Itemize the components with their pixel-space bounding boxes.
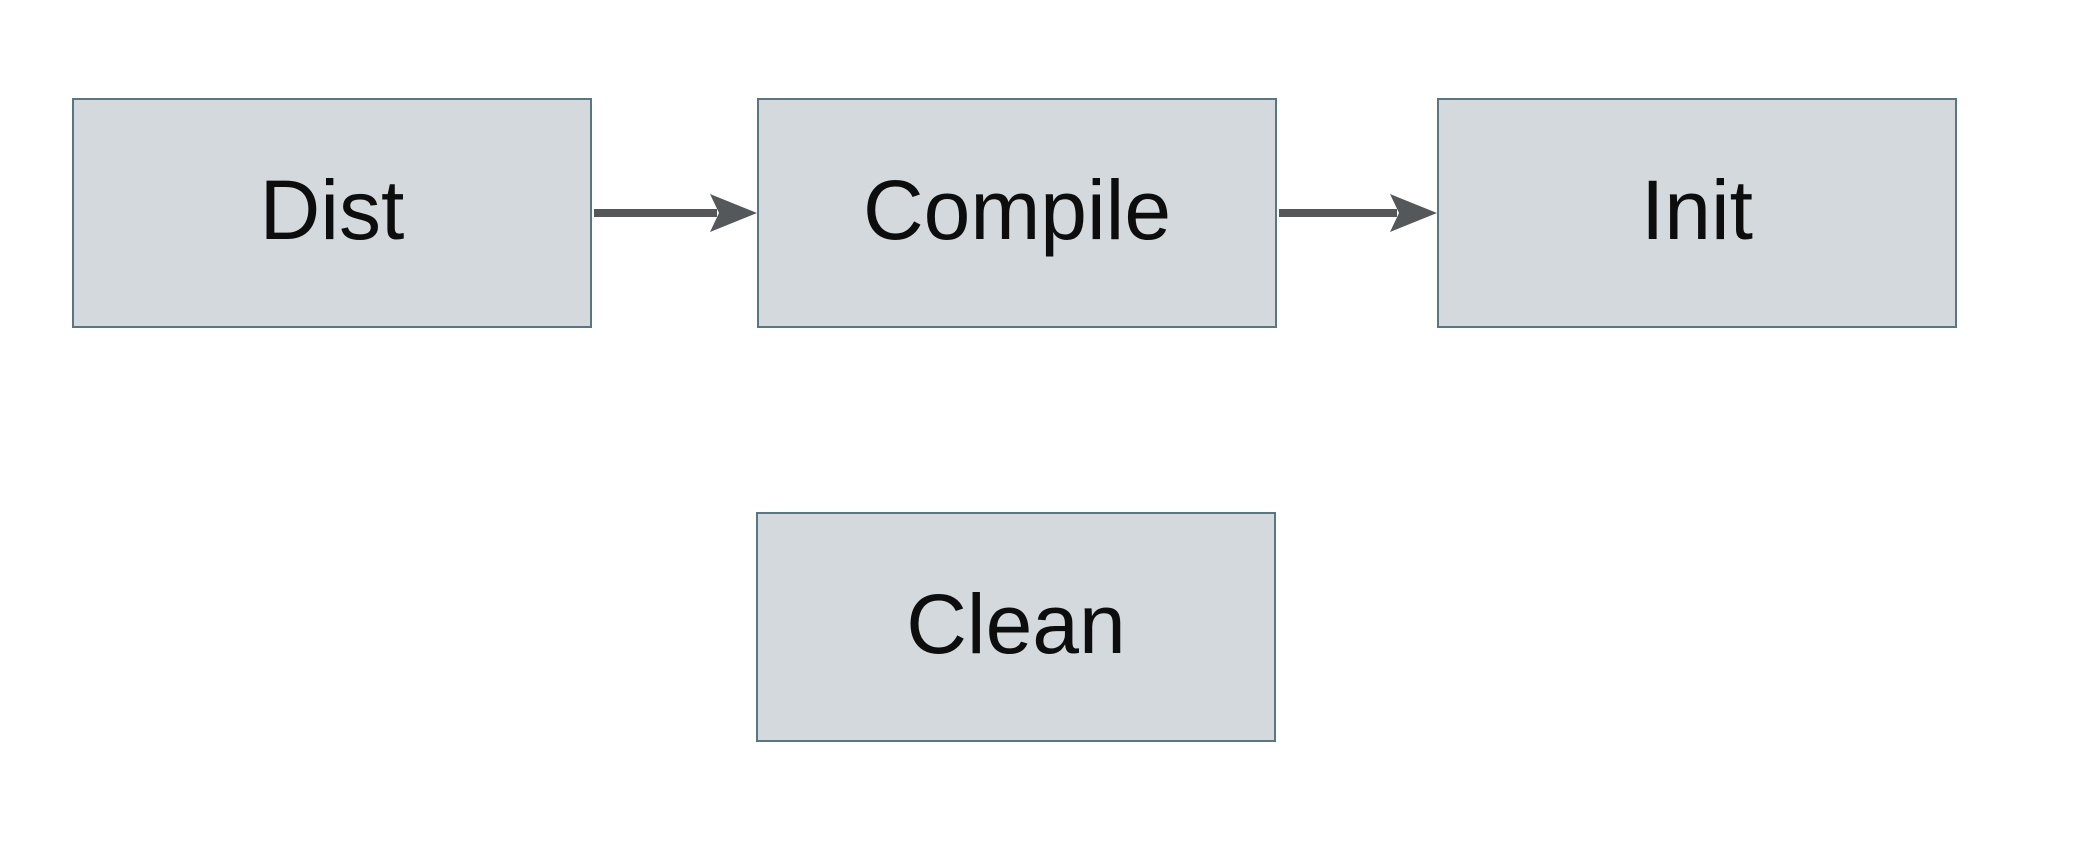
arrowhead-icon bbox=[710, 194, 757, 232]
arrow-compile-to-init bbox=[1279, 194, 1437, 232]
arrowhead-icon bbox=[1390, 194, 1437, 232]
arrow-dist-to-compile bbox=[594, 194, 757, 232]
node-label: Init bbox=[1640, 163, 1754, 257]
node-label: Clean bbox=[906, 577, 1126, 671]
node-dist: Dist bbox=[72, 98, 592, 328]
node-compile: Compile bbox=[757, 98, 1277, 328]
node-clean: Clean bbox=[756, 512, 1276, 742]
node-init: Init bbox=[1437, 98, 1957, 328]
node-label: Dist bbox=[259, 163, 405, 257]
node-label: Compile bbox=[862, 163, 1172, 257]
